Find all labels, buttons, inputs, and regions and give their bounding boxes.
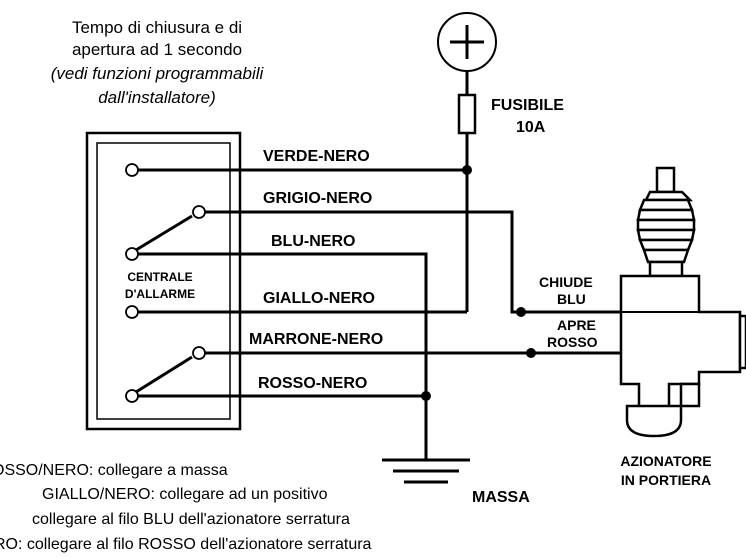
actuator-terminal-rosso: ROSSO [547, 334, 598, 350]
positive-supply-icon [437, 12, 497, 72]
control-unit-label-line1: CENTRALE [127, 270, 192, 284]
actuator-terminal-chiude: CHIUDE [539, 274, 593, 290]
wire-label-blu-nero: BLU-NERO [271, 233, 355, 250]
junction-dot [462, 165, 472, 175]
relay-switch-1 [135, 214, 193, 252]
actuator-label-line1: AZIONATORE [620, 453, 711, 469]
wire-label-marrone-nero: MARRONE-NERO [249, 331, 383, 348]
fuse-icon [457, 93, 477, 135]
actuator-terminal-blu: BLU [557, 291, 586, 307]
actuator-terminal-apre: APRE [557, 317, 596, 333]
ground-label: MASSA [472, 489, 530, 506]
relay-switch-2 [135, 355, 193, 394]
footer-note-line2: GIALLO/NERO: collegare ad un positivo [42, 486, 328, 503]
header-note-line3: (vedi funzioni programmabili [51, 64, 265, 83]
actuator-label-line2: IN PORTIERA [621, 472, 711, 488]
terminal-verde-nero [125, 163, 139, 177]
fuse-label-line2: 10A [516, 119, 546, 136]
terminal-marrone-nero [192, 346, 206, 360]
header-note-line1: Tempo di chiusura e di [72, 18, 242, 37]
footer-note-line4: RO: collegare al filo ROSSO dell'azionat… [0, 536, 372, 553]
control-unit-box [85, 131, 242, 431]
fuse-label-line1: FUSIBILE [491, 97, 564, 114]
footer-note-line1: OSSO/NERO: collegare a massa [0, 462, 228, 479]
junction-dot [526, 348, 536, 358]
footer-note-line3: collegare al filo BLU dell'azionatore se… [32, 511, 350, 528]
wire-label-grigio-nero: GRIGIO-NERO [263, 190, 372, 207]
ground-icon [382, 458, 470, 484]
wire-label-rosso-nero: ROSSO-NERO [258, 375, 367, 392]
junction-dot [516, 307, 526, 317]
door-actuator-icon [619, 166, 746, 438]
header-note-line4: dall'installatore) [98, 88, 216, 107]
terminal-grigio-nero [192, 205, 206, 219]
wire-grigio-nero [205, 210, 621, 314]
wire-label-verde-nero: VERDE-NERO [263, 148, 370, 165]
header-note-line2: apertura ad 1 secondo [72, 40, 242, 59]
control-unit-label-line2: D'ALLARME [125, 287, 195, 301]
junction-dot [421, 391, 431, 401]
wire-label-giallo-nero: GIALLO-NERO [263, 290, 375, 307]
terminal-giallo-nero [125, 305, 139, 319]
